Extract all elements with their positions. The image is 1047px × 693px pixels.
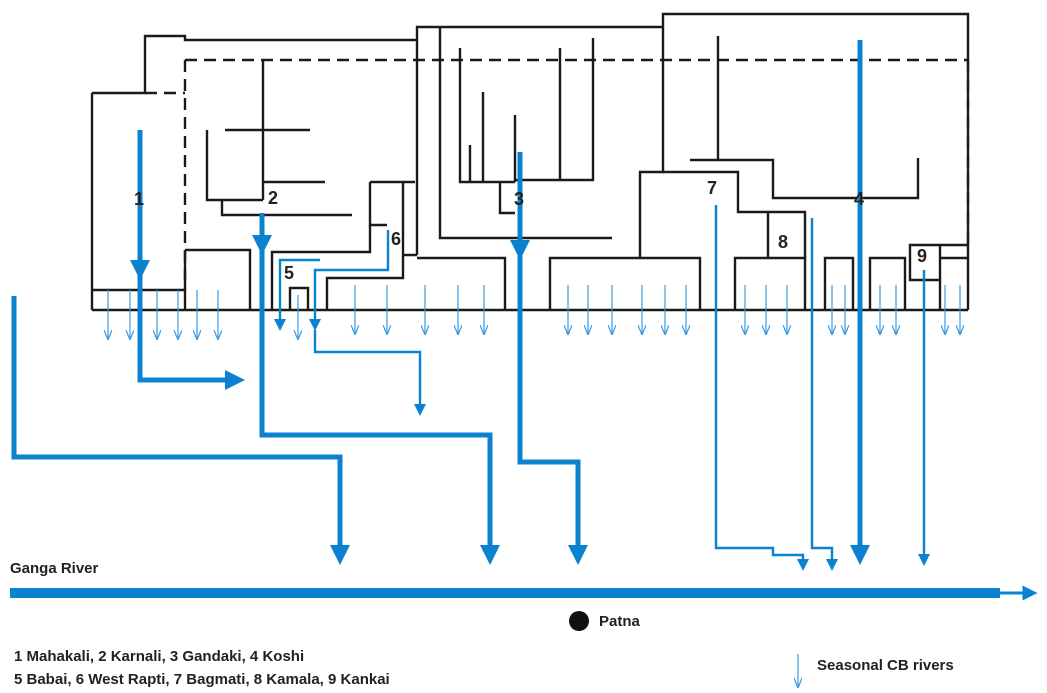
sub-basin-near-4 bbox=[823, 256, 855, 310]
river-6-west-rapti bbox=[309, 230, 390, 331]
sub-basin-6 bbox=[288, 255, 405, 310]
basin-label-8: 8 bbox=[778, 232, 788, 252]
legend-line-1: 1 Mahakali, 2 Karnali, 3 Gandaki, 4 Kosh… bbox=[14, 648, 305, 665]
river-3-lower bbox=[517, 255, 588, 565]
basin-label-9: 9 bbox=[917, 246, 927, 266]
basin-2-tributaries bbox=[205, 60, 352, 217]
basin-label-3: 3 bbox=[514, 189, 524, 209]
river-5-babai bbox=[274, 258, 320, 331]
river-1-lower bbox=[137, 275, 245, 390]
ganga-river-label: Ganga River bbox=[10, 560, 99, 577]
legend-line-2: 5 Babai, 6 West Rapti, 7 Bagmati, 8 Kama… bbox=[14, 671, 390, 688]
basin-8-outline bbox=[733, 212, 807, 310]
basin-outlines bbox=[90, 12, 970, 312]
river-7-bagmati bbox=[714, 205, 809, 571]
seasonal-rivers bbox=[108, 285, 960, 340]
legend-seasonal-label: Seasonal CB rivers bbox=[817, 657, 954, 674]
river-8-kamala bbox=[810, 218, 838, 571]
river-6-lower bbox=[313, 330, 426, 416]
basin-label-7: 7 bbox=[707, 178, 717, 198]
basin-labels: 1 2 3 4 5 6 7 8 9 bbox=[134, 178, 927, 283]
sub-basin-west bbox=[185, 248, 252, 310]
basin-divide-2-3 bbox=[368, 40, 419, 255]
patna-label: Patna bbox=[599, 613, 641, 630]
river-western-tributary bbox=[11, 296, 350, 565]
medium-rivers bbox=[274, 205, 930, 571]
basin-label-5: 5 bbox=[284, 263, 294, 283]
basin-label-2: 2 bbox=[268, 188, 278, 208]
sub-basin-5 bbox=[270, 225, 372, 310]
basin-outline-main bbox=[92, 12, 970, 260]
basin-divide-3-7 bbox=[548, 27, 702, 310]
sub-basin-near-9 bbox=[868, 245, 968, 310]
sub-basin-east-of-6 bbox=[403, 253, 507, 310]
basin-7-outline bbox=[663, 158, 920, 258]
patna-city-marker bbox=[569, 611, 589, 631]
basin-label-1: 1 bbox=[134, 189, 144, 209]
major-rivers bbox=[10, 40, 1038, 601]
basin-label-6: 6 bbox=[391, 229, 401, 249]
basin-label-4: 4 bbox=[854, 189, 864, 209]
basin-3-tributaries bbox=[438, 27, 612, 240]
river-2-lower bbox=[259, 250, 500, 565]
